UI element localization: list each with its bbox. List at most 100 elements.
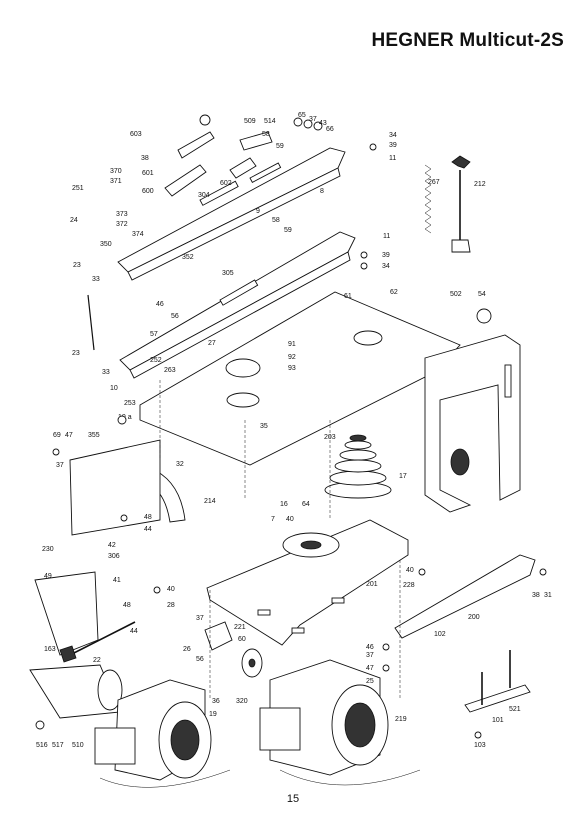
callout-11b: 11 <box>383 233 390 240</box>
frame-502 <box>424 334 521 513</box>
callout-61: 61 <box>344 293 352 300</box>
callout-38b: 38 <box>532 592 540 599</box>
callout-49: 49 <box>44 573 52 580</box>
callout-35: 35 <box>260 423 268 430</box>
callout-34: 34 <box>389 132 397 139</box>
callout-214: 214 <box>204 498 216 505</box>
callout-8: 8 <box>320 188 324 195</box>
callout-40c: 40 <box>406 567 414 574</box>
bellows-17 <box>324 434 392 499</box>
callout-48b: 48 <box>123 602 131 609</box>
callout-47b: 47 <box>366 665 374 672</box>
motor-19 <box>94 679 231 788</box>
callout-370: 370 <box>110 168 122 175</box>
callout-263: 263 <box>164 367 176 374</box>
callout-labels: 603 38 601 600 509 514 65 37 43 66 58 59… <box>36 112 552 749</box>
callout-514: 514 <box>264 118 276 125</box>
callout-59: 59 <box>276 143 284 150</box>
callout-201: 201 <box>366 581 378 588</box>
callout-36: 36 <box>212 698 220 705</box>
lever-22 <box>59 621 136 663</box>
callout-41: 41 <box>113 577 121 584</box>
callout-603: 603 <box>130 131 142 138</box>
page-number: 15 <box>286 793 300 805</box>
callout-267: 267 <box>428 179 440 186</box>
tension-knobs-600-601 <box>164 114 323 197</box>
callout-16: 16 <box>280 501 288 508</box>
callout-69: 69 <box>53 432 61 439</box>
callout-103: 103 <box>474 742 486 749</box>
callout-44b: 44 <box>130 628 138 635</box>
callout-212: 212 <box>474 181 486 188</box>
callout-102: 102 <box>434 631 446 638</box>
saw-blade <box>87 294 95 351</box>
callout-19: 19 <box>209 711 217 718</box>
callout-7: 7 <box>271 516 275 523</box>
callout-46b: 46 <box>366 644 374 651</box>
callout-93: 93 <box>288 365 296 372</box>
callout-42: 42 <box>108 542 116 549</box>
callout-57: 57 <box>150 331 158 338</box>
callout-24: 24 <box>70 217 78 224</box>
callout-600: 600 <box>142 188 154 195</box>
callout-516: 516 <box>36 742 48 749</box>
callout-31: 31 <box>544 592 552 599</box>
callout-251: 251 <box>72 185 84 192</box>
callout-23: 23 <box>73 262 81 269</box>
table-203 <box>139 291 461 466</box>
callout-66: 66 <box>326 126 334 133</box>
callout-517: 517 <box>52 742 64 749</box>
callout-521: 521 <box>509 706 521 713</box>
tension-rod-212 <box>451 155 471 253</box>
callout-38: 38 <box>141 155 149 162</box>
dust-chute-163 <box>34 571 99 656</box>
callout-37d: 37 <box>366 652 374 659</box>
callout-40b: 40 <box>167 586 175 593</box>
callout-58: 58 <box>262 131 270 138</box>
callout-32: 32 <box>176 461 184 468</box>
callout-91: 91 <box>288 341 296 348</box>
motor-219 <box>259 659 421 786</box>
callout-372: 372 <box>116 221 128 228</box>
link-221 <box>204 621 233 651</box>
callout-253: 253 <box>124 400 136 407</box>
hold-down-355 <box>69 439 161 536</box>
callout-54: 54 <box>478 291 486 298</box>
callout-601: 601 <box>142 170 154 177</box>
callout-46: 46 <box>156 301 164 308</box>
callout-252: 252 <box>150 357 162 364</box>
callout-23b: 23 <box>72 350 80 357</box>
tube-510 <box>29 664 123 719</box>
callout-352: 352 <box>182 254 194 261</box>
callout-43: 43 <box>319 120 327 127</box>
callout-163: 163 <box>44 646 56 653</box>
callout-56: 56 <box>171 313 179 320</box>
callout-27: 27 <box>208 340 216 347</box>
fasteners <box>35 143 547 739</box>
callout-48: 48 <box>144 514 152 521</box>
callout-39: 39 <box>389 142 397 149</box>
callout-33: 33 <box>92 276 100 283</box>
callout-47: 47 <box>65 432 73 439</box>
callout-371: 371 <box>110 178 122 185</box>
arm-200 <box>394 554 536 639</box>
knob-54 <box>476 308 492 324</box>
stand-101 <box>464 650 531 713</box>
callout-200: 200 <box>468 614 480 621</box>
callout-62: 62 <box>390 289 398 296</box>
callout-37b: 37 <box>56 462 64 469</box>
callout-26: 26 <box>183 646 191 653</box>
callout-34b: 34 <box>382 263 390 270</box>
callout-221: 221 <box>234 624 246 631</box>
callout-65: 65 <box>298 112 306 119</box>
callout-230: 230 <box>42 546 54 553</box>
callout-58b: 58 <box>272 217 280 224</box>
callout-17: 17 <box>399 473 407 480</box>
callout-373: 373 <box>116 211 128 218</box>
callout-219: 219 <box>395 716 407 723</box>
callout-25: 25 <box>366 678 374 685</box>
callout-306: 306 <box>108 553 120 560</box>
callout-320: 320 <box>236 698 248 705</box>
callout-602: 602 <box>220 180 232 187</box>
